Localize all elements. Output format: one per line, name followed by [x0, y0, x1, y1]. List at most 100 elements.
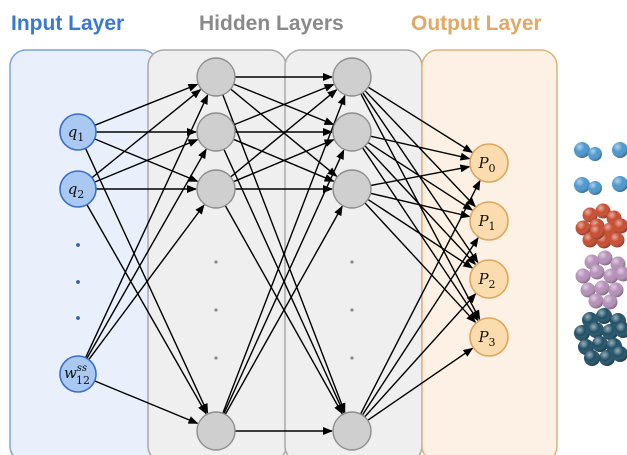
connection-arrow [360, 93, 481, 321]
connection-arrow [370, 135, 471, 161]
blue-atom-shading [612, 142, 627, 158]
output-layer-panel [421, 49, 558, 455]
output-node-circle [469, 259, 509, 299]
connection-arrow [223, 149, 345, 414]
hidden-ellipsis-dot [350, 260, 354, 264]
node-label: P1 [477, 212, 495, 233]
connection-arrow [230, 89, 338, 178]
connection-edges [84, 73, 481, 435]
node-label: q1 [68, 123, 85, 144]
output-node-circle [469, 317, 509, 357]
purple-atom-shading [594, 280, 610, 296]
purple-atom-shading [608, 282, 624, 298]
blue-atom-shading [588, 181, 602, 195]
input-node-circle [59, 113, 97, 151]
red-atom-shading [595, 203, 611, 219]
hidden-ellipsis-dot [350, 308, 354, 312]
teal-atom-shading [588, 322, 604, 338]
red-atom-shading [589, 224, 605, 240]
connection-arrow [361, 236, 479, 416]
hidden-node [196, 112, 236, 152]
connection-arrow [367, 347, 474, 421]
output-node: P2 [469, 259, 509, 299]
teal-atom-shading [615, 322, 627, 338]
purple-atom-shading [603, 268, 619, 284]
blue-atom-shading [612, 176, 627, 192]
teal-atom-shading [574, 325, 590, 341]
hidden-node [196, 169, 236, 209]
connection-arrow [359, 179, 481, 415]
blue-atom-shading [588, 147, 602, 161]
purple-atom-shading [597, 250, 613, 266]
output-layer-header: Output Layer [411, 12, 542, 35]
teal-atom-shading [602, 324, 618, 340]
teal-atom-shading [612, 346, 627, 362]
connection-arrow [233, 83, 335, 126]
purple-atom-shading [615, 266, 627, 282]
connection-arrow [94, 83, 199, 126]
connection-arrow [370, 192, 471, 219]
connection-arrow [86, 204, 207, 415]
connection-arrow [94, 138, 199, 183]
hidden-ellipsis-dot [350, 356, 354, 360]
input-layer-header: Input Layer [11, 12, 124, 35]
ellipsis-dots [76, 243, 354, 360]
connection-arrow [84, 148, 209, 414]
input-ellipsis-dot [76, 316, 80, 320]
connection-arrow [233, 139, 335, 183]
input-layer-panel [9, 49, 159, 455]
connection-arrow [222, 94, 346, 414]
red-atom-shading [575, 220, 591, 236]
connection-arrow [367, 86, 473, 153]
connection-arrow [94, 380, 199, 425]
red-atom-shading [582, 207, 598, 223]
output-node: P3 [469, 317, 509, 357]
purple-atom-shading [589, 264, 605, 280]
teal-atom-shading [599, 350, 615, 366]
hidden-ellipsis-dot [214, 260, 218, 264]
node-label: P3 [477, 328, 495, 349]
input-node: q1 [59, 113, 97, 151]
connection-arrow [367, 198, 474, 269]
input-ellipsis-dot [76, 243, 80, 247]
hidden-ellipsis-dot [214, 308, 218, 312]
atom-cluster-images [574, 142, 627, 366]
purple-atom-shading [602, 294, 618, 310]
output-node: P0 [469, 143, 509, 183]
node-label: P2 [477, 270, 495, 291]
connection-arrow [362, 92, 479, 264]
red-atom-shading [609, 232, 625, 248]
connection-arrow [88, 204, 205, 361]
connection-arrow [86, 148, 207, 359]
hidden-node [332, 411, 372, 451]
output-node-circle [469, 201, 509, 241]
hidden-node [332, 169, 372, 209]
node-label: q2 [68, 180, 85, 201]
teal-atom-shading [596, 308, 612, 324]
red-atom-shading [613, 218, 627, 234]
connection-arrow [364, 202, 477, 324]
teal-atom-shading [592, 336, 608, 352]
connection-arrow [364, 293, 477, 418]
hidden-layer-2-panel [284, 49, 423, 455]
connection-arrow [370, 164, 471, 187]
connection-arrow [224, 205, 343, 415]
hidden-node [332, 112, 372, 152]
hidden-node [196, 411, 236, 451]
blue-atom-shading [574, 142, 590, 158]
blue-atom-shading [574, 177, 590, 193]
input-node-circle [59, 170, 97, 208]
purple-atom-shading [588, 293, 604, 309]
output-node: P1 [469, 201, 509, 241]
input-node: q2 [59, 170, 97, 208]
input-ellipsis-dot [76, 280, 80, 284]
hidden-ellipsis-dot [214, 356, 218, 360]
connection-arrow [91, 88, 202, 179]
connection-arrow [84, 94, 209, 358]
purple-atom-shading [575, 268, 591, 284]
teal-atom-shading [584, 350, 600, 366]
